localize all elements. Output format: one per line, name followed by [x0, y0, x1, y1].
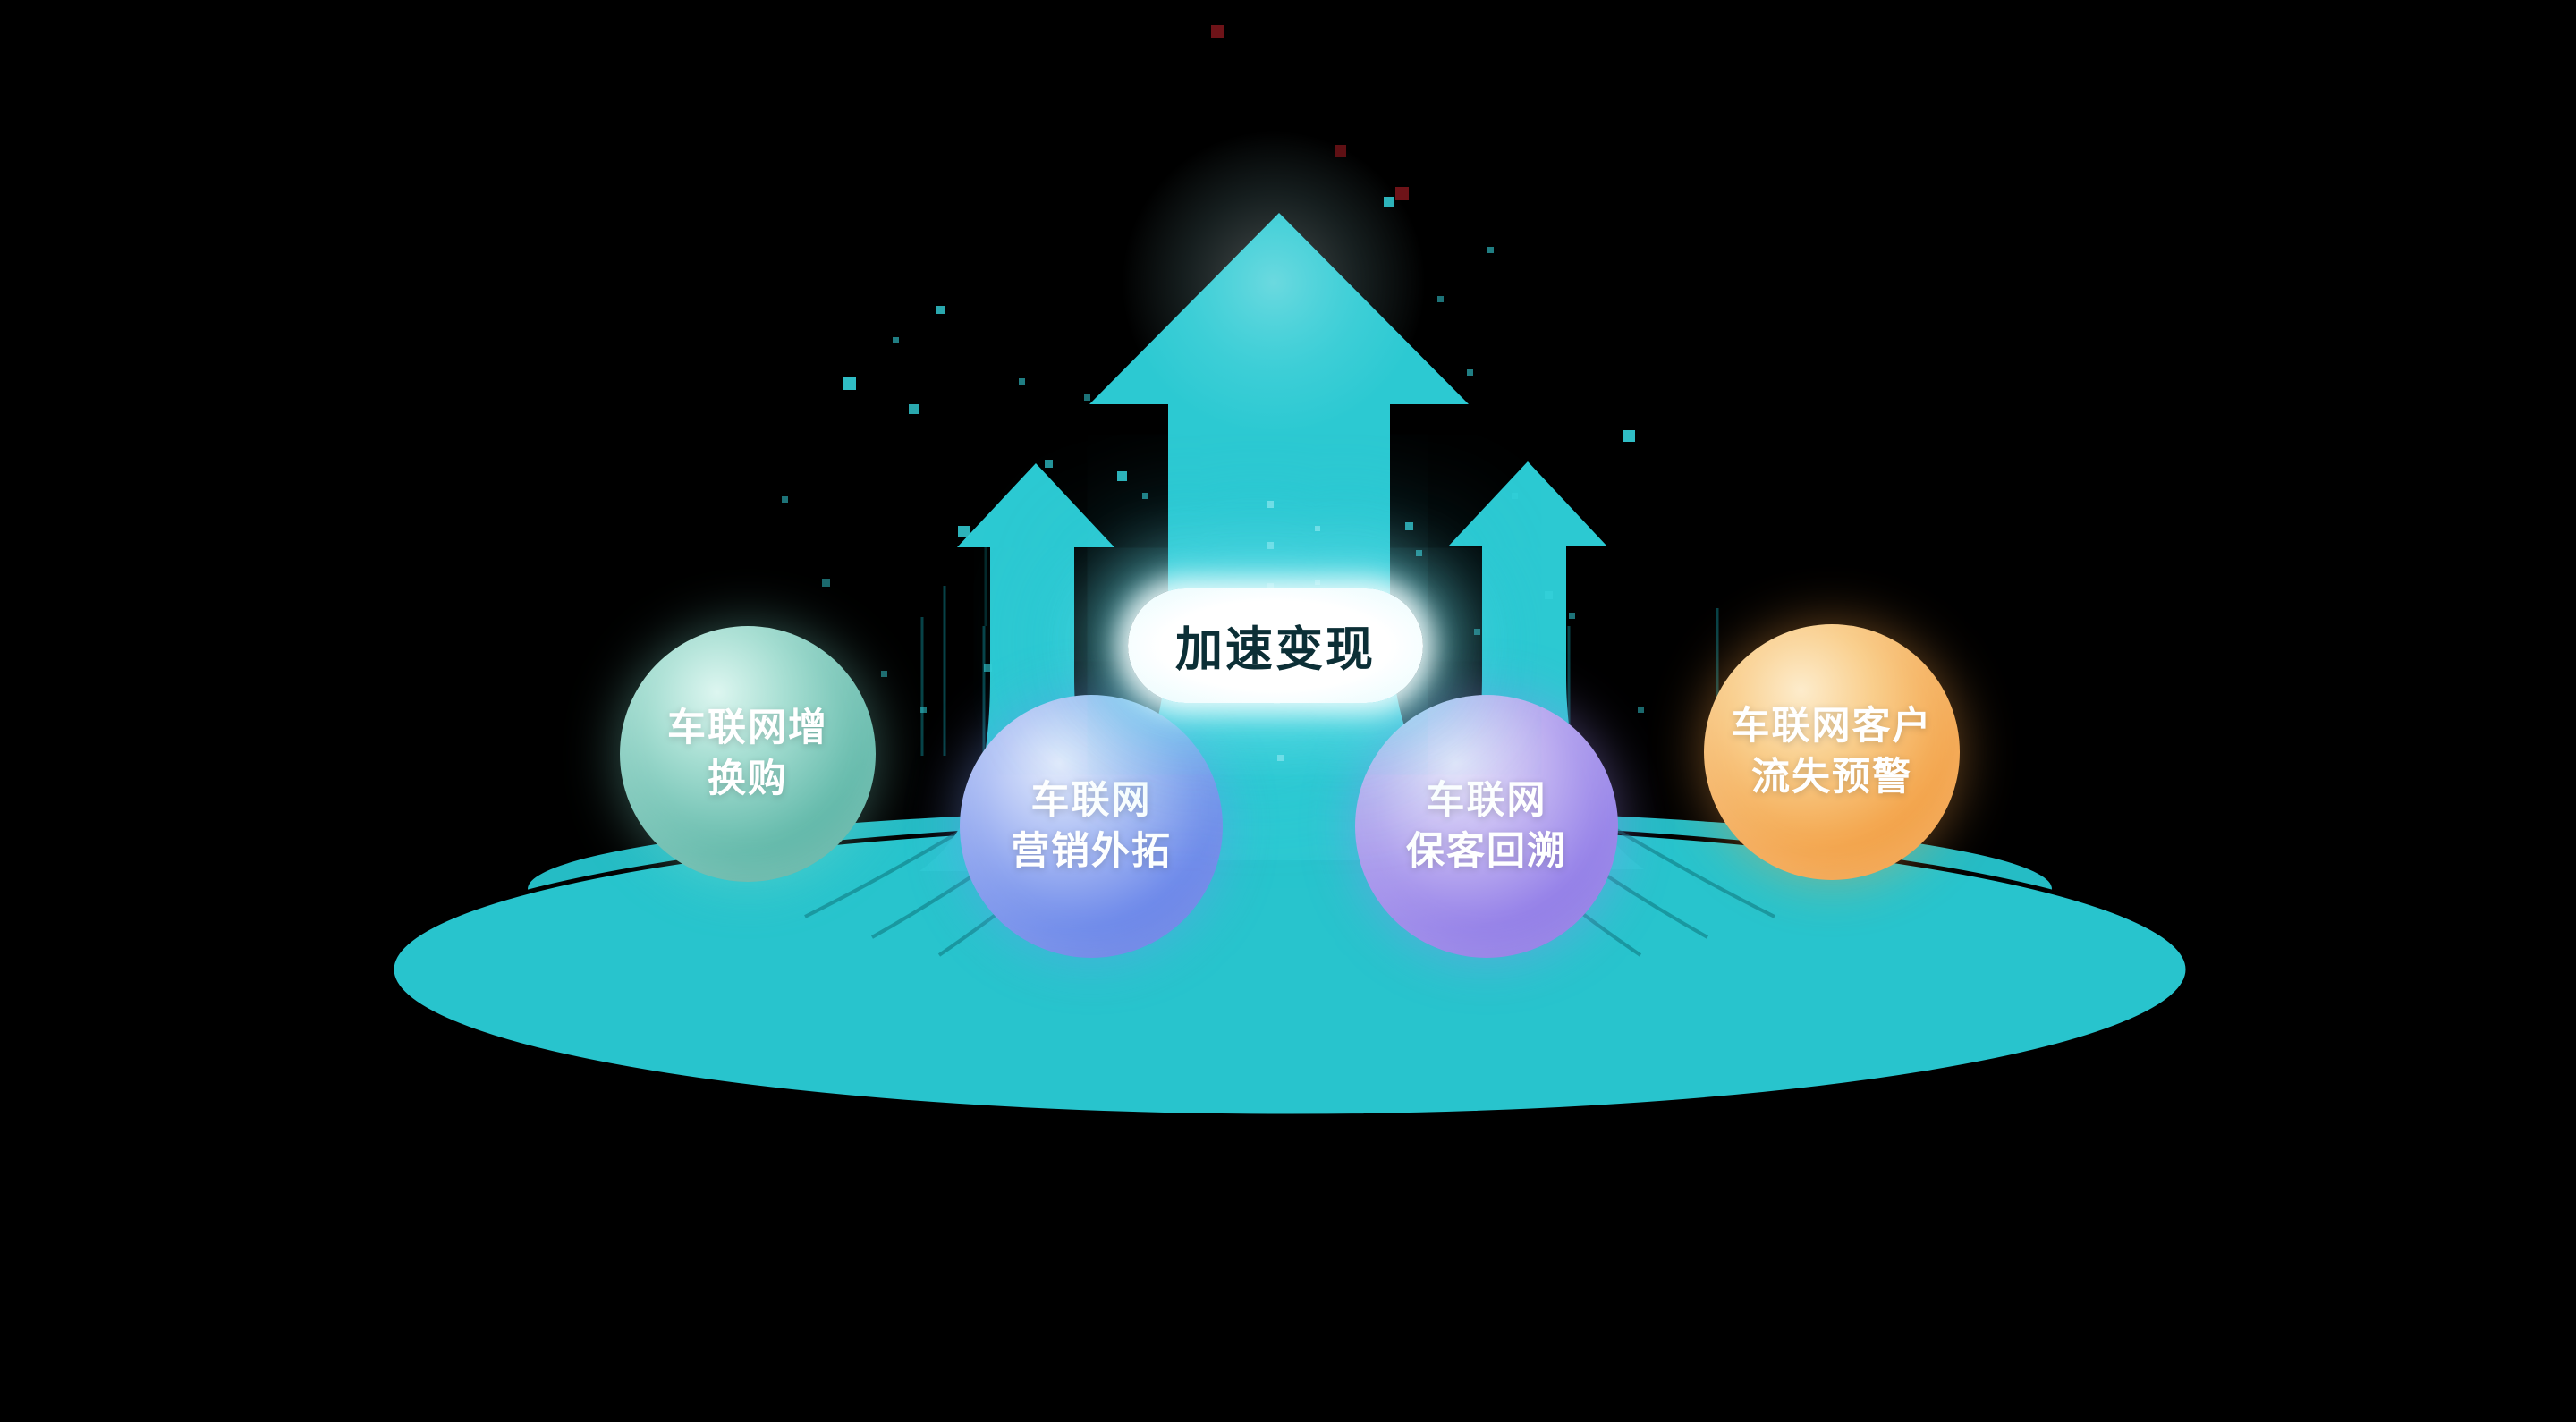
sphere-label-line: 车联网客户	[1731, 705, 1933, 749]
sphere-label-line: 车联网	[1426, 779, 1547, 823]
sphere-label: 车联网 营销外拓	[1011, 775, 1172, 877]
left-arrow	[919, 463, 1152, 871]
sphere-label: 车联网客户 流失预警	[1732, 701, 1933, 803]
sphere-label-line: 车联网增	[667, 707, 828, 750]
sphere-label: 车联网增 换购	[667, 703, 828, 805]
sphere-label-line: 营销外拓	[1011, 830, 1172, 873]
arrow-head-glow	[1122, 131, 1426, 435]
sphere-iov-churn-warning: 车联网客户 流失预警	[1704, 624, 1960, 880]
sphere-label-line: 车联网	[1030, 779, 1152, 823]
center-label-text: 加速变现	[1175, 623, 1376, 676]
sphere-label-line: 换购	[708, 758, 788, 800]
center-label: 加速变现	[1128, 588, 1423, 703]
platform-base-ellipse	[389, 820, 2190, 1119]
sphere-iov-marketing-expansion: 车联网 营销外拓	[960, 695, 1223, 958]
sphere-iov-trade-in: 车联网增 换购	[620, 626, 876, 882]
sphere-label-line: 流失预警	[1751, 756, 1912, 799]
sphere-label-line: 保客回溯	[1406, 830, 1567, 873]
sphere-label: 车联网 保客回溯	[1406, 775, 1567, 877]
right-arrow	[1411, 461, 1644, 869]
dark-red-particles	[1211, 25, 1409, 200]
sphere-iov-customer-retention: 车联网 保客回溯	[1355, 695, 1618, 958]
particles	[782, 25, 1644, 713]
